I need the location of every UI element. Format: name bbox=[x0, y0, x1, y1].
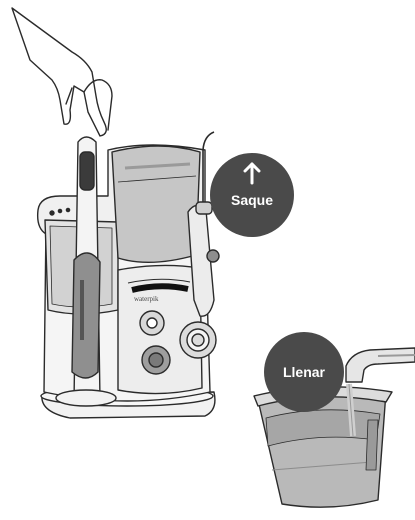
brand-logo: waterpik bbox=[134, 295, 159, 303]
remove-label: Saque bbox=[231, 192, 273, 208]
water-flosser-unit bbox=[36, 131, 220, 419]
hand-illustration bbox=[11, 7, 113, 137]
fill-badge: Llenar bbox=[264, 332, 344, 412]
fill-label: Llenar bbox=[283, 364, 326, 380]
faucet-illustration bbox=[345, 347, 415, 437]
remove-badge: Saque bbox=[210, 153, 294, 237]
arrow-up-icon bbox=[243, 162, 261, 185]
